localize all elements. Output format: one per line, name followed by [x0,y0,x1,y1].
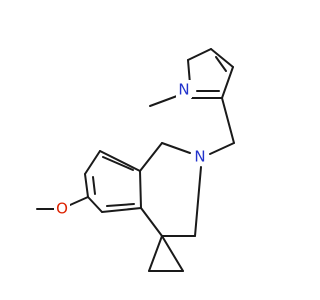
bond-methoxy [69,196,89,206]
bond-ring [140,207,163,237]
bond-pyrrole-inner [215,56,227,72]
bond-ring [139,142,163,172]
bond-cyclopropane [161,235,184,272]
bond-pyrrole [221,66,234,99]
molecule-canvas: N N O [36,48,235,272]
o-methoxy-label-bg [54,199,70,217]
bond-benzene-inner [106,203,135,207]
bond-benzene [87,196,103,213]
bond-ring [139,170,142,209]
bond-ring [194,166,202,237]
bond-benzene-inner [92,176,96,195]
atom-label-layer: N N O [54,80,208,218]
bond-layer [36,48,235,272]
bond-linker [209,142,235,155]
atom-label-n-pyrrole: N [178,81,189,99]
bond-benzene [99,150,141,172]
bond-benzene [84,173,89,198]
atom-label-n-amine: N [194,148,205,166]
n-amine-label-bg [192,147,208,165]
bond-pyrrole [187,48,212,61]
bond-benzene [84,150,101,175]
bond-ring [161,142,191,154]
bond-n-methyl [149,95,178,107]
n-pyrrole-label-bg [176,80,192,98]
bond-benzene-inner [102,156,134,171]
bond-pyrrole [210,48,234,68]
structure-diagram: N N O [36,48,235,272]
atom-label-o-methoxy: O [56,200,68,218]
bond-benzene [101,207,142,213]
bond-linker [221,97,235,144]
bond-cyclopropane [148,235,163,272]
